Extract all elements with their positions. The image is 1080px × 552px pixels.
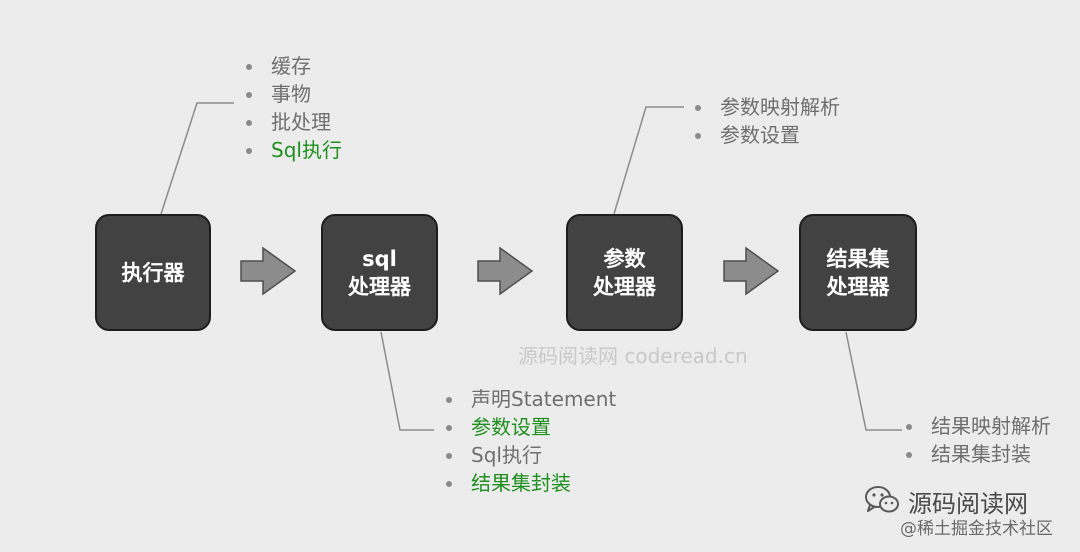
executor-label: 执行器 xyxy=(121,260,185,285)
result-handler-label-line-1: 结果集 xyxy=(826,246,890,271)
leader-line-result-handler xyxy=(845,331,902,431)
note-item: 结果集封装 xyxy=(446,469,616,497)
note-item: 缓存 xyxy=(246,52,342,80)
note-item: 批处理 xyxy=(246,108,342,136)
param-handler-label-line-2: 处理器 xyxy=(593,274,656,299)
note-item: 结果集封装 xyxy=(906,440,1051,468)
sql-handler-notes: 声明Statement 参数设置 Sql执行 结果集封装 xyxy=(446,385,616,497)
brand-title: 源码阅读网 xyxy=(908,490,1028,518)
param-handler-label-line-1: 参数 xyxy=(603,246,646,271)
watermark-text: 源码阅读网 coderead.cn xyxy=(518,344,748,368)
note-item: Sql执行 xyxy=(446,441,616,469)
brand-badge: 源码阅读网 xyxy=(864,484,1028,519)
param-handler-box: 参数 处理器 xyxy=(566,214,683,331)
flow-arrow-3 xyxy=(723,246,780,296)
leader-line-executor xyxy=(160,102,234,215)
note-item: 结果映射解析 xyxy=(906,412,1051,440)
sql-handler-label-line-2: 处理器 xyxy=(348,274,411,299)
note-item: 参数设置 xyxy=(446,413,616,441)
sql-handler-box: sql 处理器 xyxy=(321,214,438,331)
flow-arrow-2 xyxy=(477,246,534,296)
flow-arrow-1 xyxy=(240,246,297,296)
wechat-icon xyxy=(864,485,900,519)
sql-handler-label-line-1: sql xyxy=(362,246,397,271)
leader-line-sql-handler xyxy=(380,331,434,431)
param-handler-notes: 参数映射解析 参数设置 xyxy=(695,93,840,149)
result-handler-box: 结果集 处理器 xyxy=(799,214,917,331)
note-item: 参数设置 xyxy=(695,121,840,149)
note-item: 事物 xyxy=(246,80,342,108)
result-handler-notes: 结果映射解析 结果集封装 xyxy=(906,412,1051,468)
executor-notes: 缓存 事物 批处理 Sql执行 xyxy=(246,52,342,164)
note-item: 参数映射解析 xyxy=(695,93,840,121)
note-item: Sql执行 xyxy=(246,136,342,164)
result-handler-label-line-2: 处理器 xyxy=(826,274,890,299)
executor-box: 执行器 xyxy=(95,214,211,331)
note-item: 声明Statement xyxy=(446,385,616,413)
brand-subtitle: @稀土掘金技术社区 xyxy=(900,519,1053,539)
leader-line-param-handler xyxy=(613,106,684,215)
